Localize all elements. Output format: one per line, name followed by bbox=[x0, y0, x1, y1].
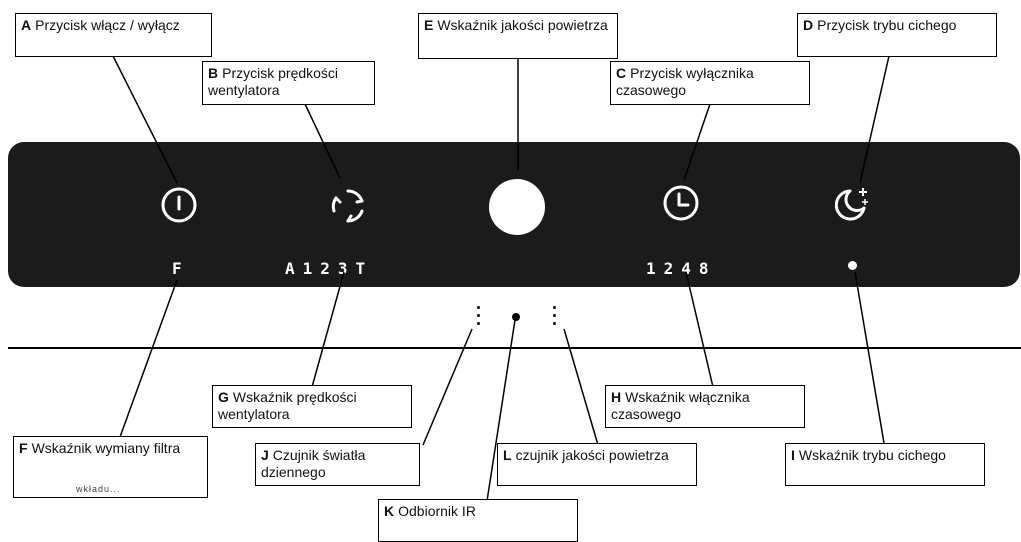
fan-speed-indicator: A123T bbox=[285, 259, 374, 278]
callout-f-cutoff-text: wkładu... bbox=[76, 484, 121, 494]
moon-icon[interactable] bbox=[830, 182, 872, 224]
leader-line-f bbox=[119, 279, 178, 438]
fan-speed-icon[interactable] bbox=[328, 186, 368, 226]
leader-line-h bbox=[685, 271, 714, 388]
silent-mode-led bbox=[848, 261, 857, 270]
daylight-sensor bbox=[477, 306, 480, 330]
leader-line-g bbox=[311, 271, 345, 388]
air-quality-sensor bbox=[553, 306, 556, 330]
panel-divider-line bbox=[8, 347, 1021, 349]
filter-change-indicator: F bbox=[172, 259, 190, 278]
timer-indicator: 1248 bbox=[646, 259, 717, 278]
power-icon[interactable] bbox=[160, 186, 198, 224]
air-quality-indicator bbox=[489, 179, 545, 235]
clock-icon[interactable] bbox=[662, 184, 700, 222]
ir-receiver bbox=[512, 313, 520, 321]
leader-line-i bbox=[854, 271, 885, 444]
